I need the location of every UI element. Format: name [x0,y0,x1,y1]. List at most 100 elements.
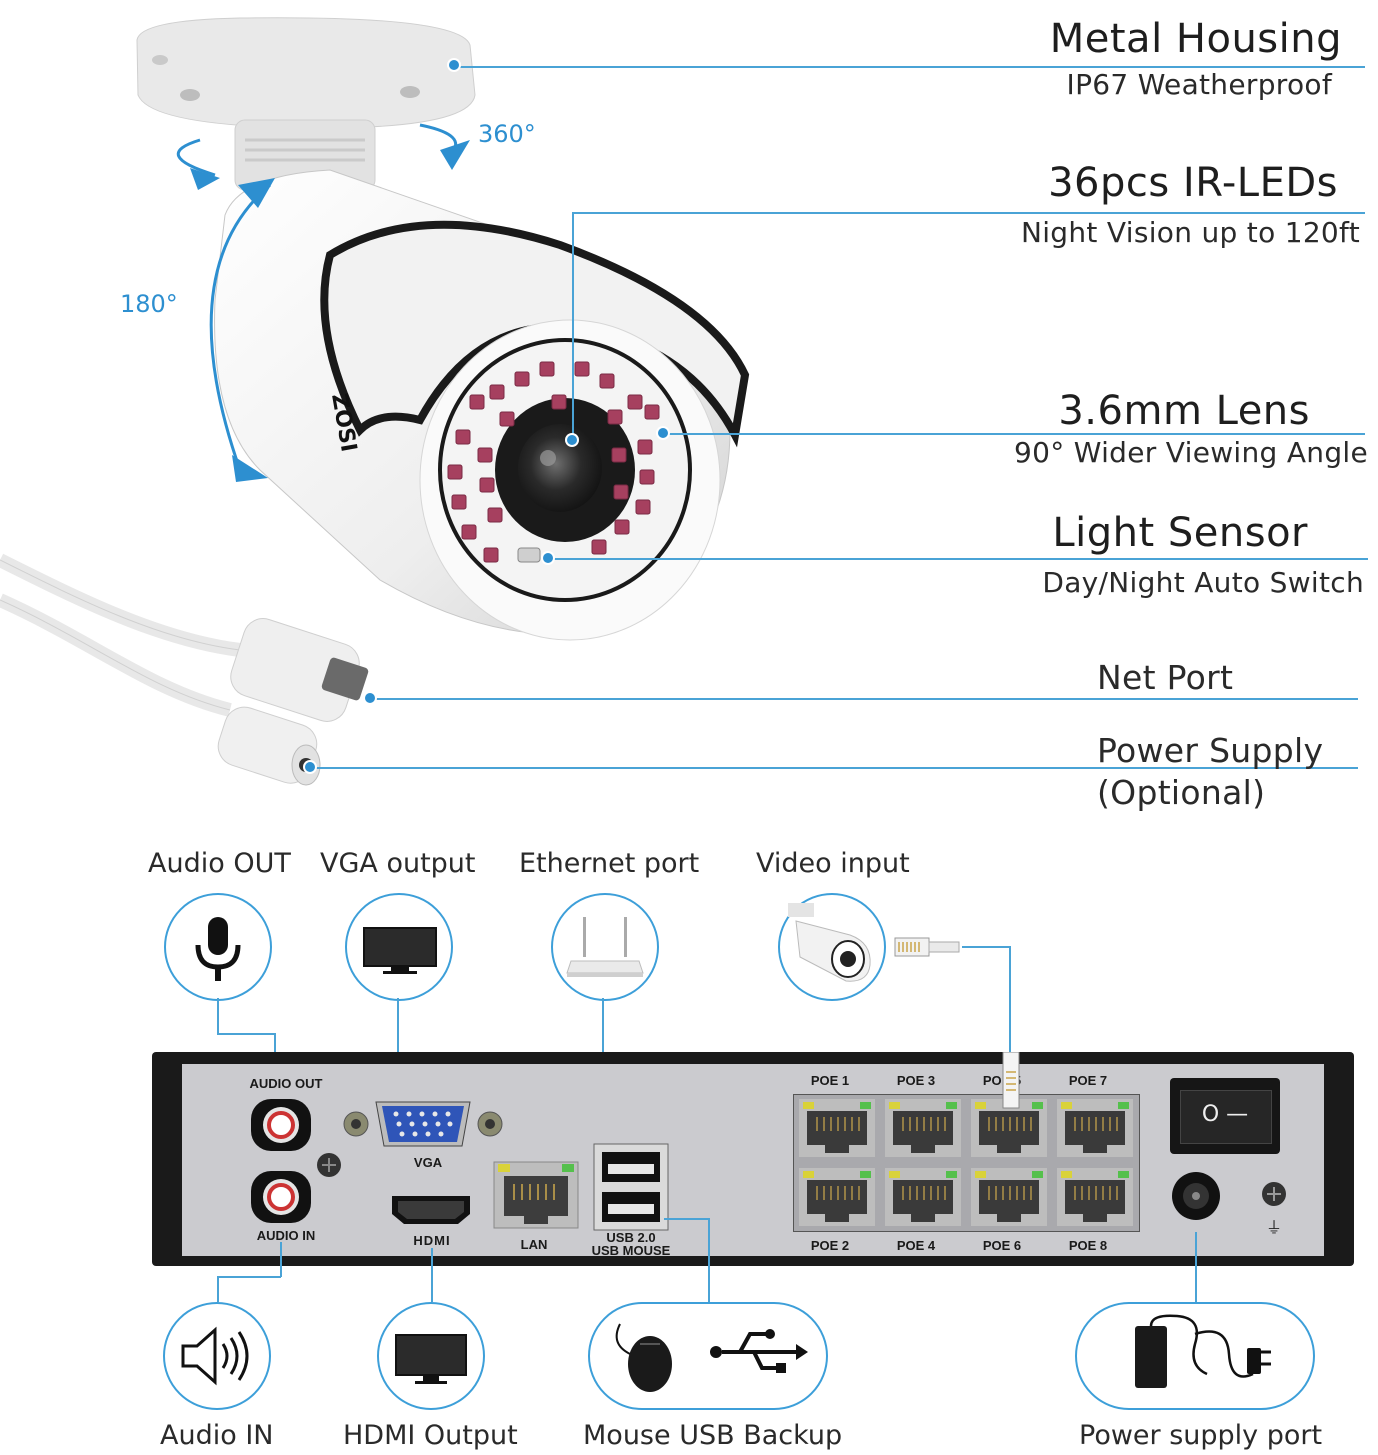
connector-hdmi [431,1248,433,1302]
power-switch[interactable]: O — [1170,1078,1280,1154]
hdmi-output-icon-circle [377,1302,485,1410]
feature-subtitle-metal-housing: IP67 Weatherproof [1066,68,1332,101]
callout-line-net-port [370,698,1358,700]
connector-video-input-v [1009,946,1011,1061]
net-port-connector [230,618,369,722]
feature-subtitle-power-supply: (Optional) [1097,773,1266,812]
panel-label-poe-4: POE 4 [896,1238,936,1253]
connector-ethernet-v1 [602,998,604,1096]
port-label-hdmi-output: HDMI Output [343,1420,518,1451]
poe-port [799,1099,875,1157]
connector-usb-v [708,1218,710,1302]
callout-dot-metal-housing [449,60,459,70]
callout-line-lens [664,433,1365,435]
poe-port [971,1168,1047,1226]
power-adapter-icon [1135,1314,1271,1388]
tilt-arrow-icon [209,178,275,482]
callout-line-ir-leds [572,212,1365,214]
tilt-degree-label: 180° [120,290,178,318]
callout-dot-ir-leds [567,435,577,445]
connector-audio-in-v1 [280,1242,282,1277]
callout-dot-power-supply [305,762,315,772]
feature-title-net-port: Net Port [1097,658,1234,697]
feature-title-power-supply: Power Supply [1097,731,1324,770]
panel-label-poe-1: POE 1 [810,1073,850,1088]
monitor-icon [363,927,437,974]
callout-line-light-sensor [548,558,1368,560]
feature-title-metal-housing: Metal Housing [1049,16,1342,62]
feature-subtitle-light-sensor: Day/Night Auto Switch [1042,566,1364,599]
audio-out-jack [251,1099,311,1151]
ethernet-port-icon-circle [551,893,659,1001]
connector-video-input-h [962,946,1010,948]
panel-label-audio-in: AUDIO IN [256,1228,316,1243]
panel-label-audio-out: AUDIO OUT [249,1076,323,1091]
feature-subtitle-ir-leds: Night Vision up to 120ft [1020,216,1360,249]
panel-label-poe-2: POE 2 [810,1238,850,1253]
panel-label-hdmi: HDMI [413,1233,451,1248]
screw-icon [317,1153,341,1177]
ir-led-ring [447,361,660,563]
dc-power-jack [1172,1172,1220,1220]
port-label-audio-out: Audio OUT [148,848,291,879]
connector-usb-h [664,1218,709,1220]
poe-port [1057,1099,1133,1157]
callout-line-ir-leds-vertical [572,212,574,440]
port-label-mouse-usb-backup: Mouse USB Backup [583,1420,843,1451]
pan-arrow-icon [176,123,470,190]
audio-in-icon-circle [163,1302,271,1410]
poe-cable-plug [1002,1052,1020,1109]
port-label-power-supply-port: Power supply port [1079,1420,1323,1451]
connector-audio-out-v1 [217,998,219,1034]
connector-audio-out-h [217,1033,275,1035]
feature-title-ir-leds: 36pcs IR-LEDs [1048,160,1338,206]
camera-illustration: ZOSI [0,17,750,786]
panel-label-vga: VGA [413,1155,443,1170]
panel-label-poe-6: POE 6 [982,1238,1022,1253]
feature-title-lens: 3.6mm Lens [1058,388,1310,434]
microphone-icon [195,917,241,981]
panel-label-poe-3: POE 3 [896,1073,936,1088]
connector-audio-in-h [217,1276,281,1278]
power-switch-label: O — [1201,1102,1249,1127]
panel-label-lan: LAN [520,1237,548,1252]
port-label-audio-in: Audio IN [160,1420,274,1451]
speaker-icon [181,1326,249,1386]
panel-label-poe-7: POE 7 [1068,1073,1108,1088]
ethernet-plug-icon [894,937,960,957]
callout-line-metal-housing [455,66,1365,68]
connector-power [1195,1232,1197,1302]
video-input-icon-circle [778,893,886,1001]
power-connector [217,706,321,786]
panel-label-poe-8: POE 8 [1068,1238,1108,1253]
callout-line-power-supply [310,767,1358,769]
hdmi-port [392,1196,470,1224]
mouse-usb-icon-circle [588,1302,828,1410]
poe-port [799,1168,875,1226]
poe-port [885,1099,961,1157]
power-supply-port-icon-circle [1075,1302,1315,1410]
camera-icon [788,903,871,982]
callout-dot-light-sensor [543,553,553,563]
port-label-ethernet-port: Ethernet port [519,848,700,879]
pan-degree-label: 360° [478,120,536,148]
callout-dot-lens [658,428,668,438]
feature-title-light-sensor: Light Sensor [1052,510,1308,556]
feature-subtitle-lens: 90° Wider Viewing Angle [1013,436,1368,469]
audio-in-jack [251,1171,311,1223]
usb-ports [593,1143,669,1231]
vga-output-icon-circle [345,893,453,1001]
panel-label-usb: USB 2.0 USB MOUSE [580,1231,682,1257]
panel-label-usb-line2: USB MOUSE [591,1243,671,1258]
mouse-usb-icon [615,1323,808,1392]
lan-port [493,1161,579,1229]
poe-port [885,1168,961,1226]
audio-out-icon-circle [164,893,272,1001]
vga-port [343,1101,503,1147]
ground-screw-icon [1262,1182,1286,1206]
poe-port [971,1099,1047,1157]
panel-label-usb-line1: USB 2.0 [606,1230,656,1245]
callout-dot-net-port [365,693,375,703]
monitor-icon [395,1334,467,1384]
router-icon [566,917,644,977]
